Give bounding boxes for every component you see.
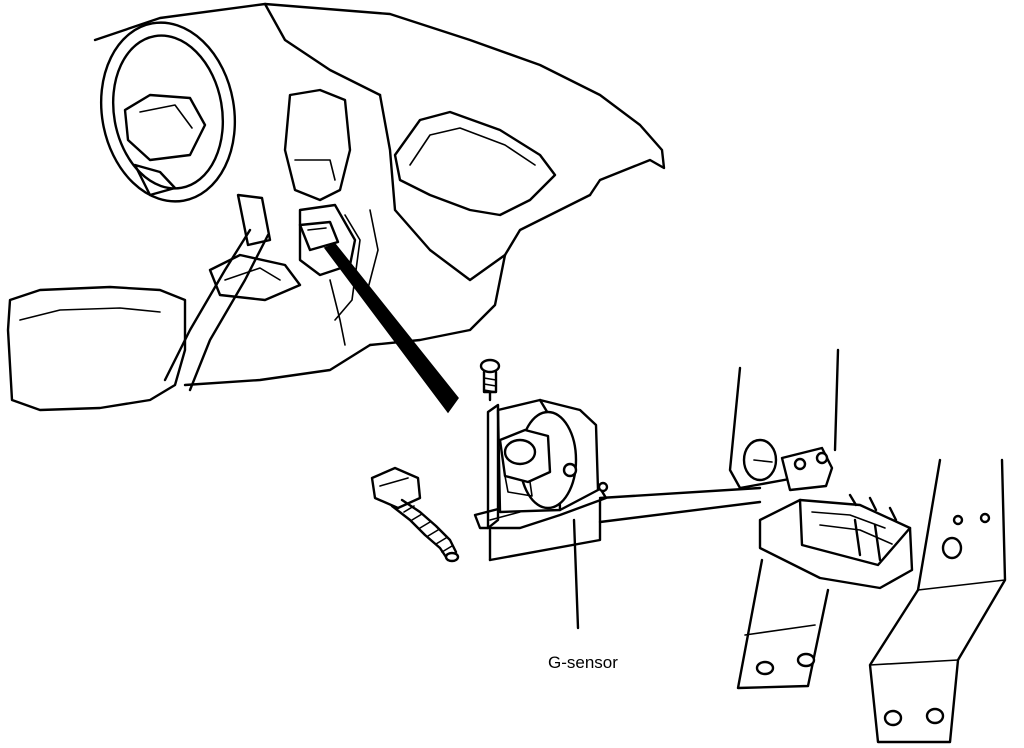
g-sensor-assembly [473,398,609,562]
callout-pointer [323,243,459,414]
vehicle-dashboard [6,2,666,412]
steering-wheel [99,21,237,203]
sensor-mount-point [298,220,340,252]
mounting-bracket-pillar [598,348,1007,744]
g-sensor-label: G-sensor [548,653,618,672]
g-sensor-leader-line [572,518,580,630]
mounting-bolt-icon [479,358,501,402]
wiring-harness-connector [370,466,460,563]
g-sensor-callout: G-sensor [548,518,618,672]
